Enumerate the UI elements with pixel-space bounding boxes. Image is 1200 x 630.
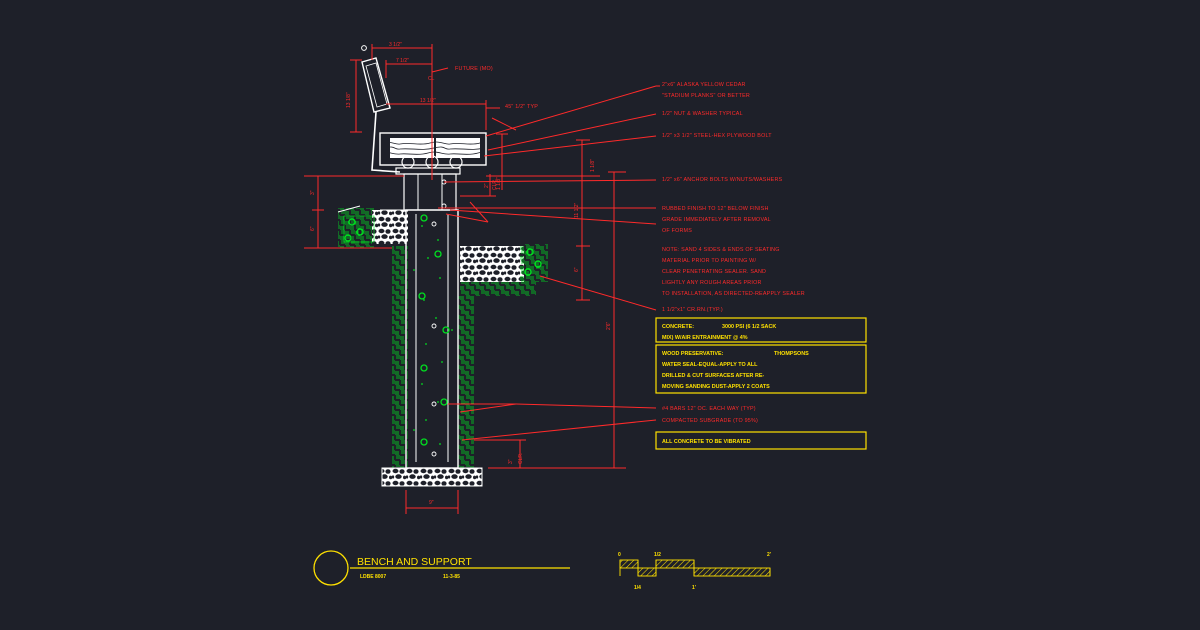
note-rubbed: RUBBED FINISH TO 12" BELOW FINISH <box>662 206 769 212</box>
note-bolt: 1/2" x3 1/2" STEEL-HEX PLYWOOD BOLT <box>662 133 772 139</box>
drawing-title: BENCH AND SUPPORT <box>357 556 472 568</box>
cl-symbol: CL <box>428 76 435 82</box>
label-future: FUTURE (MO) <box>455 66 493 72</box>
label-bevel: 45" 1/2" TYP <box>505 104 538 110</box>
dim-13-1-2: 13 1/2" <box>420 98 436 104</box>
ground-left <box>337 205 408 248</box>
note-corner: 1 1/2"x1" CR.RN.(TYP.) <box>662 307 723 313</box>
bench-back <box>361 45 401 173</box>
dim-13-1-8: 13 1/8" <box>346 92 352 108</box>
dim-1-1-8-a: 1 1/8" <box>590 159 596 172</box>
drawing-date: 11-3-85 <box>443 574 460 580</box>
ground-right <box>460 244 548 296</box>
scale-2ft: 2' <box>767 552 771 558</box>
note-nut: 1/2" NUT & WASHER TYPICAL <box>662 111 743 117</box>
concrete-spec-box <box>655 317 867 343</box>
dim-1-1-8-b: 1 1/8" <box>496 177 502 190</box>
scale-bar: 0 1/2 2' 1/4 1' <box>618 552 771 591</box>
dim-clr-b: CLR. <box>518 453 524 464</box>
note-planks: "STADIUM PLANKS" OR BETTER <box>662 93 750 99</box>
dimension-text: 3 1/2" 7 1/2" 13 1/2" 13 1/8" 1 1/8" 1 1… <box>310 42 612 506</box>
concrete-label: CONCRETE: <box>662 324 694 330</box>
title-block: BENCH AND SUPPORT LDBE 8007 11-3-85 <box>313 550 570 586</box>
pedestal <box>403 173 457 211</box>
wood-label: WOOD PRESERVATIVE: <box>662 351 724 357</box>
dim-3-b: 3" <box>508 459 514 464</box>
spec-boxes: CONCRETE: 3000 PSI (6 1/2 SACK MIX) W/AI… <box>655 317 867 450</box>
vibrated-note: ALL CONCRETE TO BE VIBRATED <box>662 439 751 445</box>
wood-line3: DRILLED & CUT SURFACES AFTER RE- <box>662 373 764 379</box>
dim-2-6: 2'6" <box>606 321 612 330</box>
dim-2: 2" <box>484 183 490 188</box>
note-sand: NOTE: SAND 4 SIDES & ENDS OF SEATING <box>662 247 780 253</box>
note-subgrade: COMPACTED SUBGRADE (TO 95%) <box>662 418 758 424</box>
footing-column <box>380 209 474 469</box>
scale-half: 1/2 <box>654 552 661 558</box>
scale-0: 0 <box>618 552 621 558</box>
concrete-value: 3000 PSI (6 1/2 SACK <box>722 324 776 330</box>
dim-clr-a: CLR. <box>492 179 498 190</box>
wood-line2: WATER SEAL-EQUAL-APPLY TO ALL <box>662 362 758 368</box>
note-forms: OF FORMS <box>662 228 692 234</box>
dim-3-1-2: 3 1/2" <box>389 42 402 48</box>
callout-notes: 2"x6" ALASKA YELLOW CEDAR "STADIUM PLANK… <box>428 66 805 424</box>
note-anchor: 1/2" x6" ANCHOR BOLTS W/NUTS/WASHERS <box>662 177 783 183</box>
note-grade: GRADE IMMEDIATELY AFTER REMOVAL <box>662 217 771 223</box>
dim-7-1-2: 7 1/2" <box>396 58 409 64</box>
detail-bubble <box>313 550 349 586</box>
scale-1ft: 1' <box>692 585 696 591</box>
note-cedar: 2"x6" ALASKA YELLOW CEDAR <box>662 82 746 88</box>
bench-seat <box>379 132 487 175</box>
note-lightly: LIGHTLY ANY ROUGH AREAS PRIOR <box>662 280 762 286</box>
dim-6-b: 6" <box>310 226 316 231</box>
note-bars: #4 BARS 12" OC. EACH WAY (TYP) <box>662 406 756 412</box>
gravel-base <box>381 467 483 487</box>
wood-value: THOMPSONS <box>774 351 809 357</box>
vibrated-box <box>655 431 867 450</box>
dim-11-1-2: 11 1/2" <box>574 202 580 218</box>
dim-6-a: 6" <box>574 267 580 272</box>
dim-9: 9" <box>429 500 434 506</box>
wood-line4: MOVING SANDING DUST-APPLY 2 COATS <box>662 384 770 390</box>
dimension-lines <box>304 44 660 514</box>
wood-spec-box <box>655 344 867 394</box>
concrete-line2: MIX) W/AIR ENTRAINMENT @ 4% <box>662 335 748 341</box>
scale-quarter: 1/4 <box>634 585 641 591</box>
dim-3-a: 3" <box>310 190 316 195</box>
note-sealer: CLEAR PENETRATING SEALER. SAND <box>662 269 766 275</box>
note-installation: TO INSTALLATION, AS DIRECTED-REAPPLY SEA… <box>662 291 805 297</box>
drawing-code: LDBE 8007 <box>360 574 386 580</box>
note-material: MATERIAL PRIOR TO PAINTING W/ <box>662 258 756 264</box>
